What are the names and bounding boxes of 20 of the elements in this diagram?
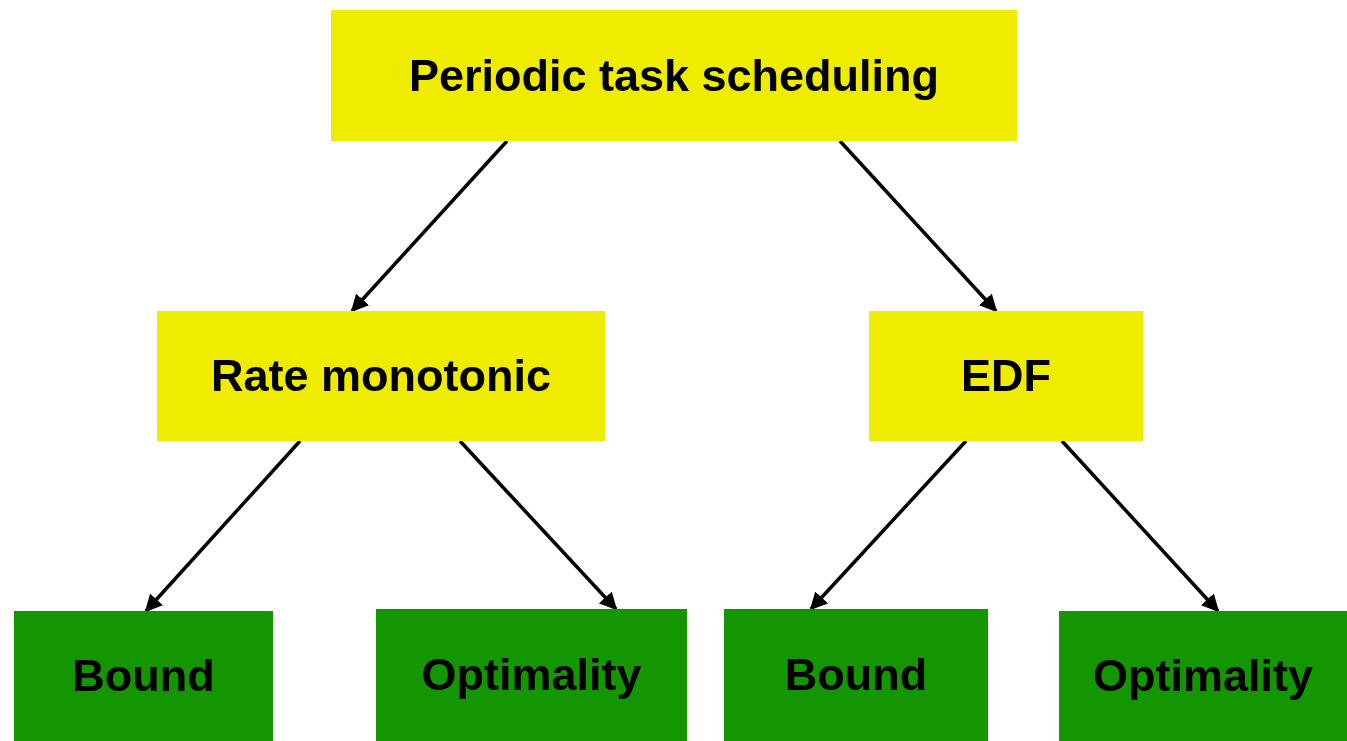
arrow xyxy=(350,139,509,313)
box-label: EDF xyxy=(961,350,1051,402)
topic-box xyxy=(724,609,988,741)
box-label: Periodic task scheduling xyxy=(408,49,940,102)
box-label: Optimality xyxy=(421,649,642,701)
arrow xyxy=(809,439,968,611)
category-box xyxy=(331,10,1017,141)
category-box xyxy=(869,311,1143,441)
topic-box xyxy=(376,609,687,741)
arrow xyxy=(458,439,618,611)
arrow xyxy=(144,439,302,613)
category-box xyxy=(157,311,605,441)
box-label: Rate monotonic xyxy=(211,350,551,402)
arrow xyxy=(1060,439,1220,613)
arrow xyxy=(838,139,998,313)
topic-box xyxy=(1059,611,1347,741)
box-label: Bound xyxy=(784,649,928,701)
box-label: Optimality xyxy=(1092,650,1313,702)
topic-box xyxy=(14,611,273,741)
box-label: Bound xyxy=(72,650,215,702)
